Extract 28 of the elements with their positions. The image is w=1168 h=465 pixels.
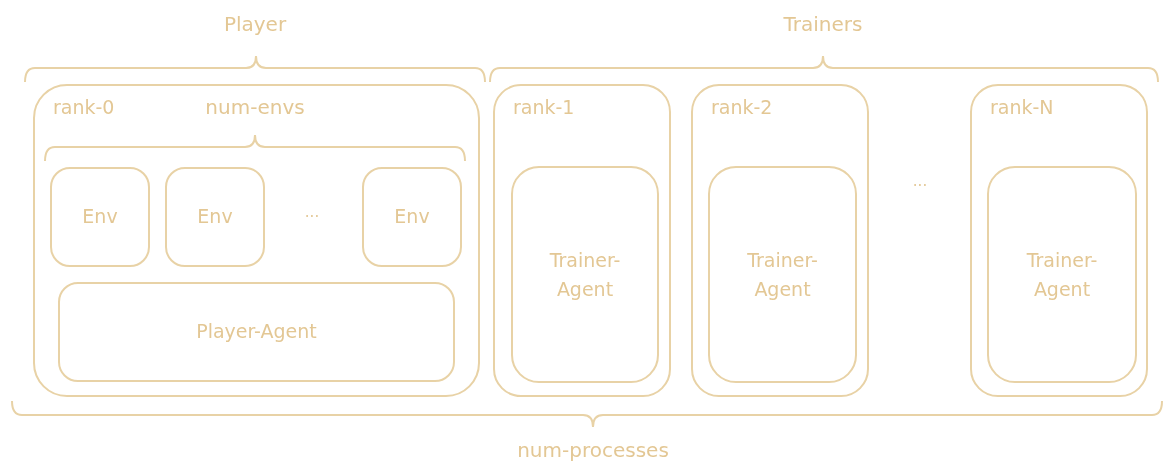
agent-box — [708, 166, 857, 383]
agent-box — [58, 282, 455, 382]
agent-box — [511, 166, 659, 383]
agent-box — [362, 167, 462, 267]
rank-label: rank-0 — [53, 96, 115, 118]
node-label: Trainer-Agent — [548, 247, 622, 302]
rank-label: rank-N — [990, 96, 1054, 118]
node-label: Env — [393, 204, 431, 230]
ellipsis: ... — [912, 172, 928, 190]
group-label: Player — [223, 12, 287, 36]
node-label: Env — [196, 204, 234, 230]
node-label: Env — [81, 204, 119, 230]
rank-label: rank-2 — [711, 96, 773, 118]
agent-box — [50, 167, 150, 267]
process-box — [493, 84, 671, 397]
process-box — [691, 84, 869, 397]
agent-box — [165, 167, 265, 267]
rank-label: rank-1 — [513, 96, 575, 118]
process-box — [33, 84, 480, 397]
node-label: Trainer-Agent — [1025, 247, 1099, 302]
group-label: num-envs — [205, 95, 305, 119]
node-label: Trainer-Agent — [746, 247, 819, 302]
ellipsis: ... — [304, 203, 320, 221]
node-label: Player-Agent — [195, 319, 318, 345]
process-box — [970, 84, 1148, 397]
group-label: Trainers — [783, 12, 863, 36]
agent-box — [987, 166, 1137, 383]
group-label: num-processes — [517, 438, 669, 462]
